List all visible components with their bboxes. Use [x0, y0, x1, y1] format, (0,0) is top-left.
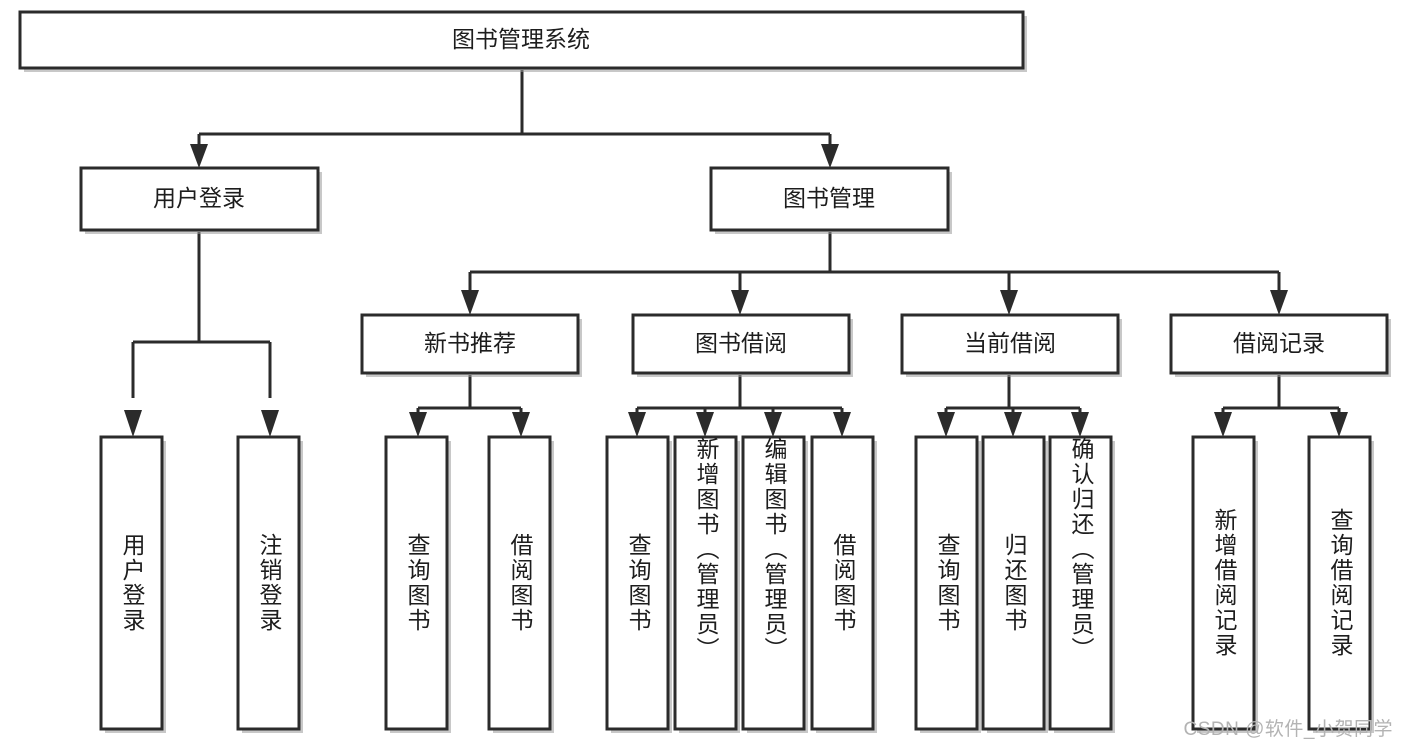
leaf-box-logout-login[interactable] [236, 435, 303, 733]
book-management-rect [709, 166, 950, 232]
arrowhead-leaf-query-book-2 [628, 412, 646, 437]
arrowhead-leaf-logout-login [261, 410, 279, 437]
node-book-management[interactable]: 图书管理 [709, 166, 952, 234]
csdn-watermark: CSDN @软件_小贺同学 [1183, 719, 1393, 740]
arrowhead-leaf-return-book [1004, 412, 1022, 437]
current-borrow-label: 当前借阅 [964, 330, 1056, 356]
arrowhead-leaf-query-record [1330, 412, 1348, 437]
leaf-box-query-book-1[interactable] [384, 435, 451, 733]
arrowhead-leaf-confirm-return [1071, 412, 1089, 437]
book-borrow-label: 图书借阅 [695, 330, 787, 356]
arrowhead-newbook [461, 290, 479, 315]
new-book-recommend-label: 新书推荐 [424, 330, 516, 356]
arrowhead-leaf-edit-book [764, 412, 782, 437]
leaf-box-edit-book[interactable] [741, 435, 808, 733]
node-book-borrow[interactable]: 图书借阅 [631, 313, 853, 377]
root-label: 图书管理系统 [452, 26, 590, 52]
book-management-label: 图书管理 [783, 185, 875, 211]
node-current-borrow[interactable]: 当前借阅 [900, 313, 1122, 377]
leaf-box-borrow-book-1[interactable] [487, 435, 554, 733]
node-user-login[interactable]: 用户登录 [79, 166, 322, 234]
arrowhead-bookborrow [731, 290, 749, 315]
root-rect [18, 10, 1025, 70]
user-login-label: 用户登录 [153, 185, 245, 211]
leaf-box-add-book[interactable] [673, 435, 740, 733]
arrowhead-leaf-query-book-1 [409, 412, 427, 437]
leaf-box-confirm-return[interactable] [1048, 435, 1115, 733]
borrow-record-rect [1169, 313, 1389, 375]
leaf-box-query-record[interactable] [1307, 435, 1374, 733]
leaf-box-add-record[interactable] [1191, 435, 1258, 733]
leaf-box-user-login[interactable] [99, 435, 166, 733]
arrowhead-currentborrow [1000, 290, 1018, 315]
arrowhead-leaf-borrow-book-1 [512, 412, 530, 437]
book-borrow-rect [631, 313, 851, 375]
borrow-record-label: 借阅记录 [1233, 330, 1325, 356]
arrowhead-leaf-query-book-3 [937, 412, 955, 437]
node-new-book-recommend[interactable]: 新书推荐 [360, 313, 582, 377]
leaf-box-query-book-2[interactable] [605, 435, 672, 733]
leaf-box-query-book-3[interactable] [914, 435, 981, 733]
node-root[interactable]: 图书管理系统 [18, 10, 1027, 72]
new-book-recommend-rect [360, 313, 580, 375]
arrowhead-leaf-add-book [696, 412, 714, 437]
arrowhead-bookmgmt [821, 144, 839, 168]
edges-group [124, 70, 1348, 437]
current-borrow-rect [900, 313, 1120, 375]
node-borrow-record[interactable]: 借阅记录 [1169, 313, 1391, 377]
arrowhead-leaf-add-record [1214, 412, 1232, 437]
leaf-box-return-book[interactable] [981, 435, 1048, 733]
user-login-rect [79, 166, 320, 232]
arrowhead-leaf-user-login [124, 410, 142, 437]
leaf-boxes-group [99, 435, 1374, 733]
arrowhead-borrowrecord [1270, 290, 1288, 315]
arrowhead-userlogin [190, 144, 208, 168]
arrowhead-leaf-borrow-book-2 [833, 412, 851, 437]
leaf-box-borrow-book-2[interactable] [810, 435, 877, 733]
